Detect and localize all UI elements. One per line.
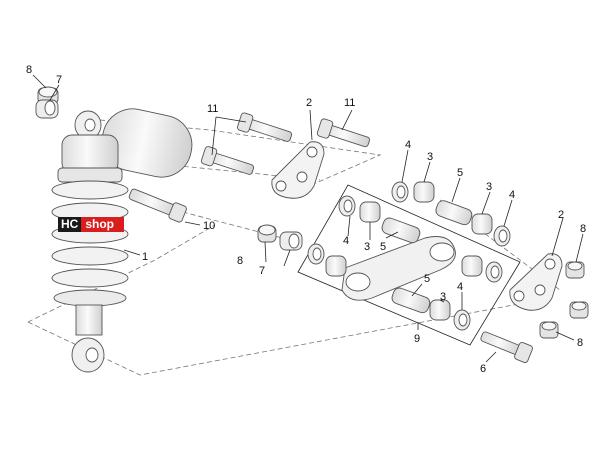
bushing-3-mid bbox=[325, 255, 347, 277]
callout-4: 4 bbox=[457, 281, 463, 293]
bushing-3-top-right bbox=[471, 213, 493, 235]
shock-absorber bbox=[51, 108, 193, 373]
callout-5: 5 bbox=[457, 167, 463, 179]
connecting-rod bbox=[341, 236, 456, 301]
callout-3: 3 bbox=[486, 181, 492, 193]
callout-4: 4 bbox=[509, 189, 515, 201]
bushing-3-top bbox=[413, 181, 435, 203]
callout-9: 9 bbox=[414, 333, 420, 345]
callout-5: 5 bbox=[424, 273, 430, 285]
bolt-6 bbox=[480, 331, 533, 364]
bolt-10 bbox=[128, 188, 187, 223]
watermark-shop: shop bbox=[81, 217, 124, 232]
hc-shop-watermark-logo: HC shop bbox=[58, 217, 124, 232]
callout-7: 7 bbox=[56, 74, 62, 86]
spring bbox=[51, 180, 129, 307]
sleeve-5-low bbox=[391, 287, 431, 314]
callout-5: 5 bbox=[380, 241, 386, 253]
bushing-3-right-mid bbox=[461, 255, 483, 277]
callout-2: 2 bbox=[306, 97, 312, 109]
callout-3: 3 bbox=[364, 241, 370, 253]
ring-4-top bbox=[391, 181, 409, 203]
sleeve-5-mid bbox=[381, 217, 421, 244]
rocker-assembly-frame bbox=[297, 184, 521, 346]
callout-3: 3 bbox=[427, 151, 433, 163]
callout-labels: 8 7 1 10 11 2 11 4 3 5 3 4 4 3 5 8 7 2 8… bbox=[26, 64, 586, 375]
bolt-11-right bbox=[316, 118, 370, 148]
ring-4-right-mid bbox=[485, 261, 503, 283]
nut-8-right-top bbox=[565, 261, 585, 279]
callout-4: 4 bbox=[405, 139, 411, 151]
nut-8-right-mid bbox=[569, 301, 589, 319]
ring-4-right bbox=[493, 225, 511, 247]
ring-4-upper-left bbox=[338, 195, 356, 217]
callout-1: 1 bbox=[142, 251, 148, 263]
nut-8-mid bbox=[257, 224, 277, 243]
bushing-top-left bbox=[35, 99, 59, 119]
nut-8-right-bottom bbox=[539, 321, 559, 339]
callout-8: 8 bbox=[26, 64, 32, 76]
watermark-hc: HC bbox=[58, 217, 82, 232]
callout-8: 8 bbox=[237, 255, 243, 267]
callout-11: 11 bbox=[207, 103, 218, 115]
callout-11: 11 bbox=[344, 97, 355, 109]
bushing-3-low bbox=[429, 299, 451, 321]
ring-4-low bbox=[453, 309, 471, 331]
callout-3: 3 bbox=[440, 291, 446, 303]
callout-4: 4 bbox=[343, 235, 349, 247]
rocker-plate-2-right bbox=[509, 253, 563, 311]
sleeve-5-top bbox=[435, 200, 473, 226]
rocker-plate-2-top bbox=[271, 141, 325, 199]
bolt-11-upper bbox=[237, 112, 293, 142]
callout-6: 6 bbox=[480, 363, 486, 375]
bushing-7-mid bbox=[279, 231, 303, 251]
bushing-3-upper bbox=[359, 201, 381, 223]
leader-lines bbox=[32, 74, 584, 363]
callout-10: 10 bbox=[203, 220, 215, 232]
callout-8: 8 bbox=[577, 337, 583, 349]
callout-7: 7 bbox=[259, 265, 265, 277]
ring-4-mid bbox=[307, 243, 325, 265]
bolt-11-lower bbox=[200, 146, 255, 175]
callout-8: 8 bbox=[580, 223, 586, 235]
callout-2: 2 bbox=[558, 209, 564, 221]
